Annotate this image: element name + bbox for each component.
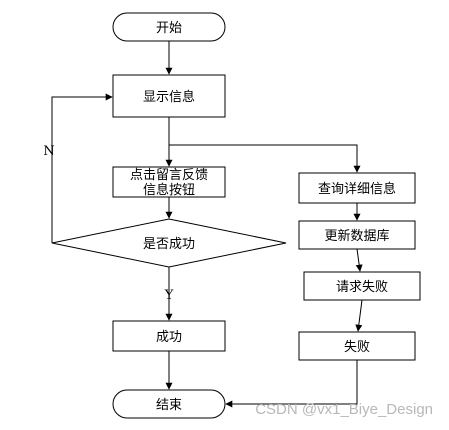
query-detail-box: [298, 172, 416, 204]
edge-request-fail: [355, 299, 363, 332]
yes-label: Y: [164, 288, 174, 303]
success-box: [112, 320, 226, 352]
click-feedback-label-1: 点击留言反馈: [130, 168, 208, 183]
edge-decision-no-loop: [51, 93, 113, 243]
fail-label: 失败: [344, 340, 370, 355]
decision-label: 是否成功: [143, 237, 195, 252]
display-info-label: 显示信息: [143, 89, 195, 105]
click-feedback-label-2: 信息按钮: [143, 182, 195, 198]
no-label: N: [43, 144, 54, 159]
watermark-text: CSDN @vx1_Biye_Design: [255, 401, 433, 418]
end-label: 结束: [156, 398, 182, 413]
request-failed-box: [303, 271, 421, 301]
click-feedback-box: [112, 166, 226, 198]
edge-fail-end: [225, 360, 358, 408]
query-detail-label: 查询详细信息: [318, 181, 396, 197]
end-terminal: [112, 389, 226, 419]
edge-display-query: [169, 144, 361, 173]
display-info-box: [112, 74, 226, 118]
update-db-box: [298, 220, 416, 250]
request-failed-label: 请求失败: [336, 280, 388, 295]
update-db-label: 更新数据库: [324, 228, 389, 244]
start-label: 开始: [156, 21, 182, 36]
edge-update-request: [355, 248, 363, 272]
success-label: 成功: [156, 330, 182, 345]
